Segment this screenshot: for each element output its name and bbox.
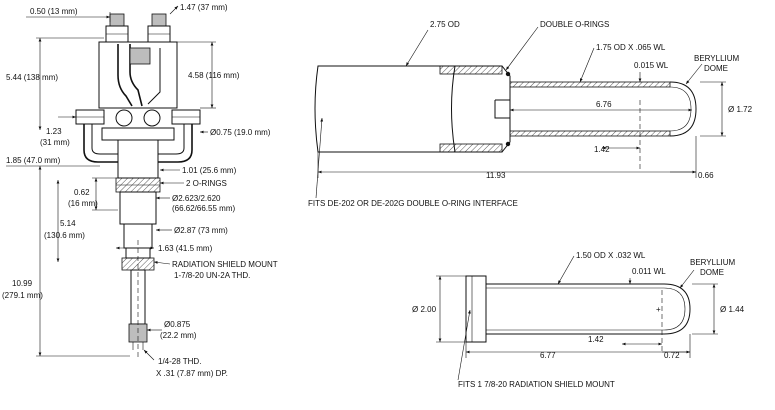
- outer-can: [314, 65, 456, 153]
- dim-total-mm: (279.1 mm): [2, 291, 43, 300]
- dim-lower: 1.85 (47.0 mm): [6, 156, 61, 165]
- neck-flange: [101, 127, 175, 141]
- dim-oring-a: 0.62: [74, 188, 90, 197]
- dim-dome-diam-202: Ø 1.72: [728, 105, 753, 114]
- end-cap-202-dimensions: 2.75 OD DOUBLE O-RINGS 1.75 OD X .065 WL…: [308, 20, 753, 208]
- label-double-orings: DOUBLE O-RINGS: [540, 20, 609, 29]
- dim-wall-202: 0.015 WL: [634, 61, 669, 70]
- dim-length-shield: 6.77: [540, 351, 556, 360]
- top-connectors: [105, 13, 171, 43]
- dim-top-right: 1.47 (37 mm): [180, 3, 228, 12]
- dim-od: 2.75 OD: [430, 20, 460, 29]
- label-fits-202: FITS DE-202 OR DE-202G DOUBLE O-RING INT…: [308, 199, 518, 208]
- dim-tip-shield: 0.72: [664, 351, 680, 360]
- dim-overall-height: 5.44 (138 mm): [6, 73, 58, 82]
- u-loop-right: [158, 124, 193, 163]
- label-dome-shield-line2: DOME: [700, 268, 724, 277]
- dim-body-width: 1.63 (41.5 mm): [158, 244, 213, 253]
- inner-tube-bottom: [509, 130, 671, 137]
- u-loop-left: [83, 124, 118, 163]
- label-dome-202-line1: BERYLLIUM: [694, 54, 740, 63]
- dim-offset: 1.01 (25.6 mm): [182, 166, 237, 175]
- dim-inner-tube: 1.75 OD X .065 WL: [596, 43, 666, 52]
- dim-small-shield: 1.42: [588, 335, 604, 344]
- dim-rod-diam-mm: (22.2 mm): [160, 331, 197, 340]
- dim-inner-length: 6.76: [596, 100, 612, 109]
- internal-pipe-left: [117, 44, 133, 107]
- cryostat-side-view: [75, 13, 201, 360]
- dim-tube-diameter: Ø0.75 (19.0 mm): [210, 128, 271, 137]
- dim-width-top: 0.50 (13 mm): [30, 7, 78, 16]
- dim-body-diam: Ø2.87 (73 mm): [174, 226, 228, 235]
- end-cap-shield-dimensions: 1.50 OD X .032 WL 0.011 WL BERYLLIUM DOM…: [412, 251, 745, 389]
- outer-tube: [486, 283, 691, 335]
- dim-mid: 5.14: [60, 219, 76, 228]
- internal-pipe-right: [129, 44, 143, 107]
- dim-wall-shield: 0.011 WL: [632, 267, 666, 276]
- mount-flange: [465, 275, 487, 343]
- dim-head-height: 4.58 (116 mm): [188, 71, 240, 80]
- dim-small-202: 1.42: [594, 145, 610, 154]
- label-rod-depth: X .31 (7.87 mm) DP.: [156, 369, 228, 378]
- valve-block: [129, 47, 151, 65]
- dim-dome-diam-shield: Ø 1.44: [720, 305, 745, 314]
- label-shield-thread: 1-7/8-20 UN-2A THD.: [174, 271, 250, 280]
- neck: [117, 139, 159, 179]
- beryllium-dome: [669, 81, 697, 137]
- dim-oring-a-mm: (16 mm): [68, 199, 98, 208]
- dim-oring-diam-mm: (66.62/66.55 mm): [172, 204, 235, 213]
- dim-mid-mm: (130.6 mm): [44, 231, 85, 240]
- dim-tip-202: 0.66: [698, 171, 714, 180]
- dim-length-202: 11.93: [486, 171, 506, 180]
- end-cap-202-view: [314, 65, 697, 170]
- cryostat-dimensions: 0.50 (13 mm) 1.47 (37 mm) 5.44 (138 mm) …: [2, 3, 278, 378]
- label-rod-thread: 1/4-28 THD.: [158, 357, 201, 366]
- label-shield-mount: RADIATION SHIELD MOUNT: [172, 260, 278, 269]
- inner-tube-top: [509, 81, 671, 88]
- can-wall-bottom: [439, 143, 503, 153]
- label-dome-202-line2: DOME: [704, 64, 728, 73]
- dim-small-a: 1.23: [46, 127, 62, 136]
- cold-finger-upper: [119, 191, 157, 225]
- label-orings: 2 O-RINGS: [186, 179, 227, 188]
- dim-flange-diam: Ø 2.00: [412, 305, 437, 314]
- dim-rod-diam: Ø0.875: [164, 320, 191, 329]
- can-wall-top: [439, 65, 503, 75]
- dim-small-a-mm: (31 mm): [40, 138, 70, 147]
- center-mark: +: [656, 305, 661, 314]
- label-dome-shield-line1: BERYLLIUM: [690, 258, 736, 267]
- dim-oring-diam: Ø2.623/2.620: [172, 194, 221, 203]
- end-cap-shield-view: +: [465, 275, 691, 352]
- dim-tube-shield: 1.50 OD X .032 WL: [576, 251, 646, 260]
- o-ring-top: [505, 71, 511, 77]
- label-fits-shield: FITS 1 7/8-20 RADIATION SHIELD MOUNT: [458, 380, 615, 389]
- dim-total: 10.99: [12, 279, 33, 288]
